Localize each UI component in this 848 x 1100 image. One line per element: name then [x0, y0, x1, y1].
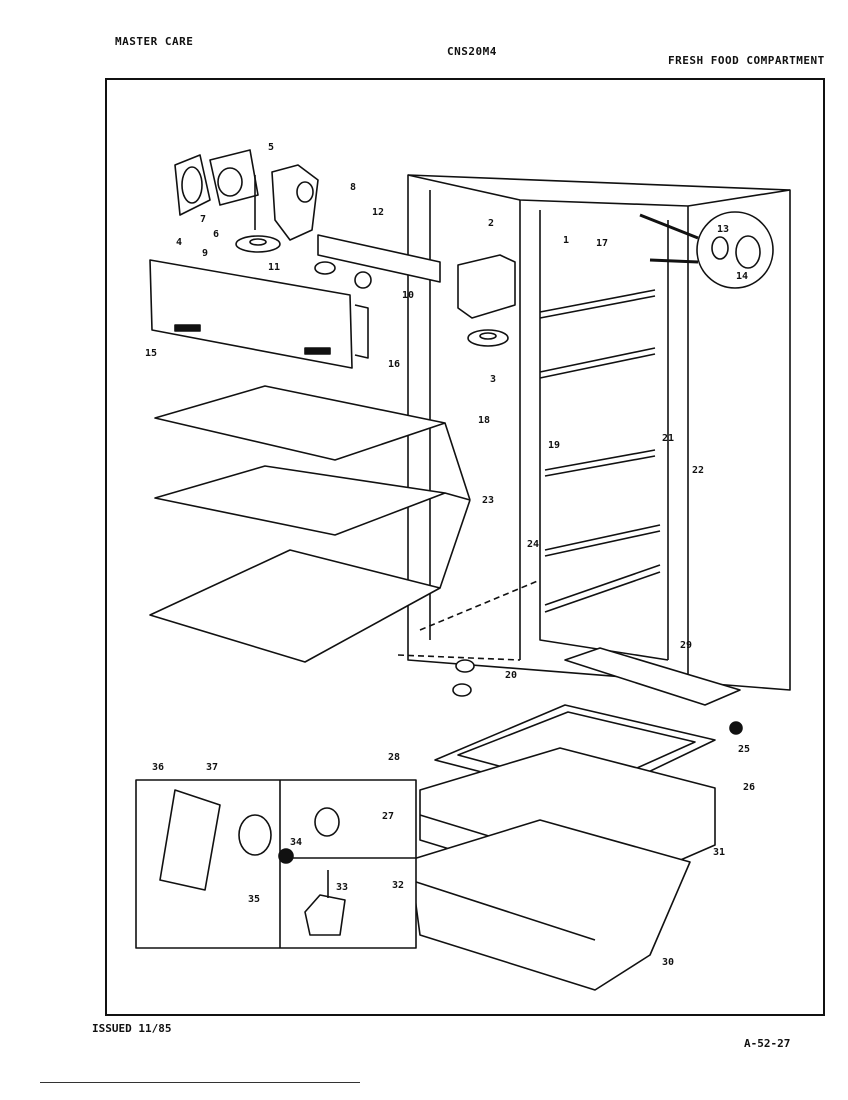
callout-20: 20 [505, 670, 517, 681]
model-label: CNS20M4 [447, 45, 497, 58]
callout-34: 34 [290, 837, 302, 848]
callout-9: 9 [202, 248, 208, 259]
callout-4: 4 [176, 237, 182, 248]
page-code: A-52-27 [744, 1037, 791, 1050]
callout-5: 5 [268, 142, 274, 153]
thermostat-assembly [174, 149, 319, 253]
detail-circle-13-14 [639, 211, 774, 289]
callout-24: 24 [527, 539, 539, 550]
callout-36: 36 [152, 762, 164, 773]
crisper-drawers [409, 747, 716, 991]
bottom-rule [40, 1082, 360, 1083]
callout-15: 15 [145, 348, 157, 359]
callout-6: 6 [213, 229, 219, 240]
callout-27: 27 [382, 811, 394, 822]
callout-26: 26 [743, 782, 755, 793]
crisper-rail [564, 647, 741, 706]
callout-7: 7 [200, 214, 206, 225]
callout-12: 12 [372, 207, 384, 218]
callout-25: 25 [738, 744, 750, 755]
brand-label: MASTER CARE [115, 35, 194, 48]
light-shield [149, 259, 369, 369]
callout-3: 3 [490, 374, 496, 385]
callout-16: 16 [388, 359, 400, 370]
callout-29: 29 [680, 640, 692, 651]
control-housing [457, 254, 516, 347]
callout-1: 1 [563, 235, 569, 246]
screws [452, 659, 743, 735]
callout-28: 28 [388, 752, 400, 763]
callout-23: 23 [482, 495, 494, 506]
callout-37: 37 [206, 762, 218, 773]
callout-32: 32 [392, 880, 404, 891]
callout-11: 11 [268, 262, 280, 273]
callout-18: 18 [478, 415, 490, 426]
callout-22: 22 [692, 465, 704, 476]
issue-date: ISSUED 11/85 [92, 1022, 172, 1035]
callout-19: 19 [548, 440, 560, 451]
inset-detail-box [135, 779, 417, 949]
callout-8: 8 [350, 182, 356, 193]
callout-13: 13 [717, 224, 729, 235]
callout-10: 10 [402, 290, 414, 301]
light-bracket [314, 234, 441, 289]
wire-shelves [149, 385, 471, 663]
callout-labels: 1234567891011121314151617181920212223242… [145, 142, 755, 968]
diagram-frame [105, 78, 825, 1016]
callout-2: 2 [488, 218, 494, 229]
callout-31: 31 [713, 847, 725, 858]
callout-21: 21 [662, 433, 674, 444]
callout-14: 14 [736, 271, 748, 282]
callout-33: 33 [336, 882, 348, 893]
section-title: FRESH FOOD COMPARTMENT [668, 54, 825, 67]
callout-30: 30 [662, 957, 674, 968]
callout-17: 17 [596, 238, 608, 249]
callout-35: 35 [248, 894, 260, 905]
